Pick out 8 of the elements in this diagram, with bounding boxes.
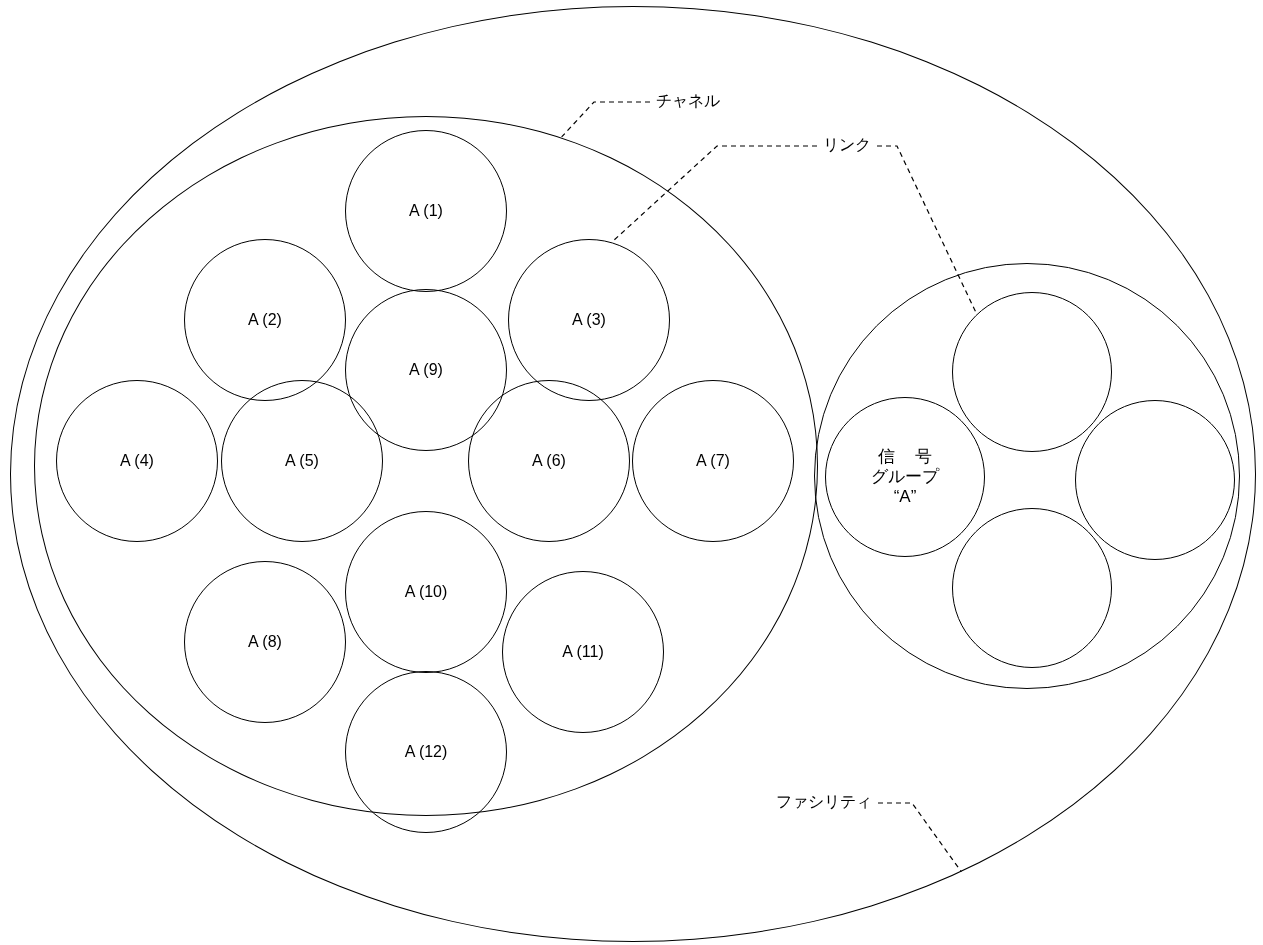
leader-line	[876, 145, 977, 313]
callout-label: ファシリティ	[776, 792, 872, 812]
ellipse-outline	[10, 6, 1256, 942]
leader-line	[561, 101, 651, 138]
callout-label: チャネル	[656, 91, 720, 111]
leader-line	[612, 145, 818, 242]
callout-label: リンク	[823, 135, 871, 155]
leader-line	[877, 802, 962, 873]
